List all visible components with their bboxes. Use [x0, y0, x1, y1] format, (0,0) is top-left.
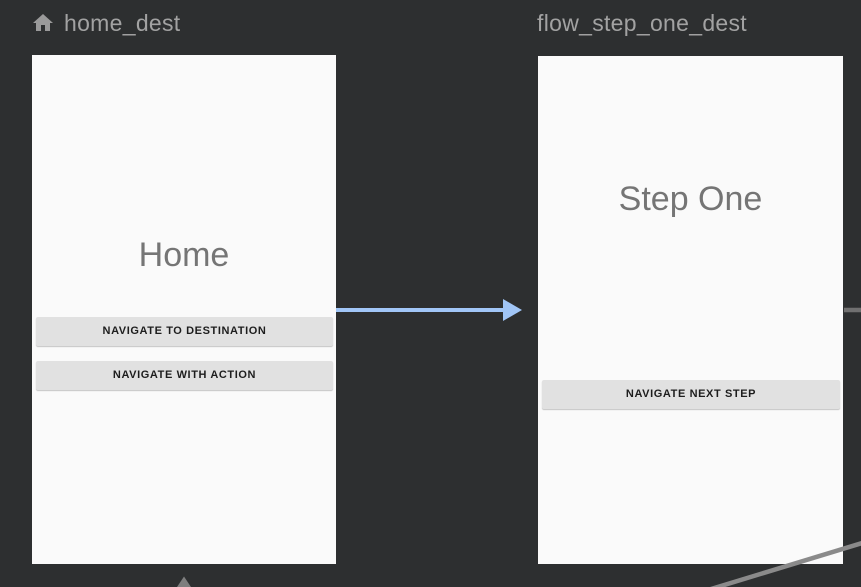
- screen-title: Step One: [618, 180, 763, 218]
- preview-button-navigate-next-step: NAVIGATE NEXT STEP: [542, 380, 840, 409]
- screen-title: Home: [138, 236, 230, 274]
- preview-button-navigate-to-destination: NAVIGATE TO DESTINATION: [36, 317, 333, 346]
- destination-label-text: flow_step_one_dest: [537, 9, 747, 36]
- action-edge-home-to-flow-step-one[interactable]: [336, 299, 522, 321]
- destination-card-flow-step-one-dest[interactable]: Step One NAVIGATE NEXT STEP: [538, 56, 843, 564]
- destination-card-home-dest[interactable]: Home NAVIGATE TO DESTINATION NAVIGATE WI…: [32, 55, 336, 564]
- destination-label-text: home_dest: [64, 9, 181, 36]
- preview-button-navigate-with-action: NAVIGATE WITH ACTION: [36, 361, 333, 390]
- incoming-edge-arrowhead-icon[interactable]: [177, 576, 191, 587]
- destination-label-home-dest[interactable]: home_dest: [31, 9, 181, 37]
- destination-label-flow-step-one-dest[interactable]: flow_step_one_dest: [537, 9, 747, 37]
- home-icon: [31, 11, 55, 35]
- action-arrowhead-icon: [503, 299, 522, 321]
